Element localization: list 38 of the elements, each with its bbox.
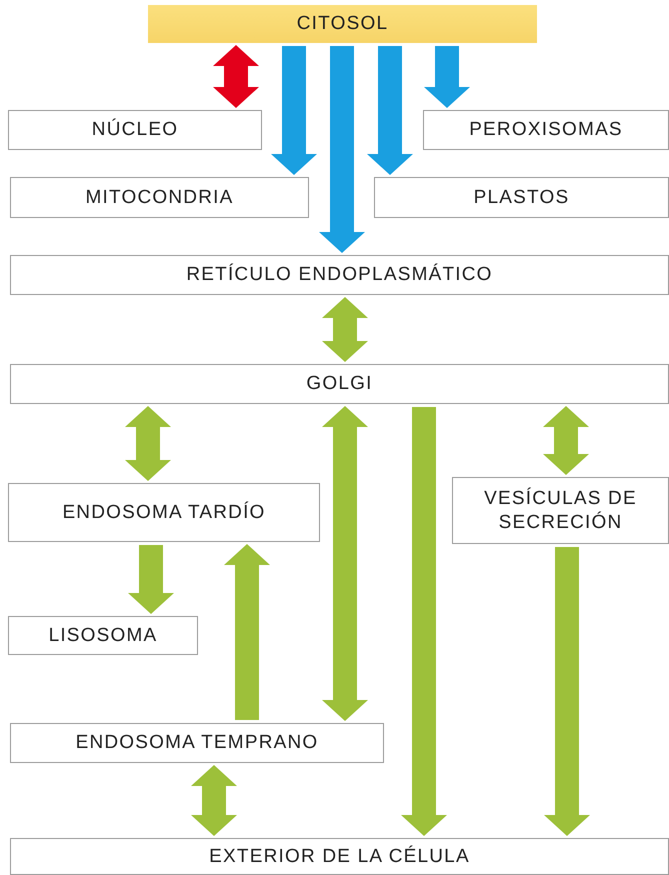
arrow: [271, 46, 317, 175]
label-box: [423, 110, 669, 150]
node-label: PEROXISOMAS: [469, 118, 623, 142]
label-box: [8, 483, 320, 542]
node-label: EXTERIOR DE LA CÉLULA: [209, 844, 470, 868]
header-bar: [148, 5, 537, 43]
arrow: [544, 547, 590, 836]
node-label: ENDOSOMA TEMPRANO: [76, 731, 318, 755]
label-box: [10, 723, 384, 763]
node-label: NÚCLEO: [92, 118, 178, 142]
arrow: [543, 406, 589, 475]
arrow: [128, 545, 174, 614]
node-label: ENDOSOMA TARDÍO: [62, 500, 266, 524]
node-label: VESÍCULAS DE SECRECIÓN: [483, 486, 638, 534]
arrow: [322, 406, 368, 721]
arrow: [319, 46, 365, 253]
label-box: [8, 616, 198, 655]
node-label: RETÍCULO ENDOPLASMÁTICO: [186, 263, 493, 287]
node-label: GOLGI: [306, 372, 373, 396]
arrow: [401, 407, 447, 836]
label-box: [10, 255, 669, 295]
label-box: [452, 477, 669, 544]
label-box: [10, 177, 309, 218]
label-box: [10, 364, 669, 404]
node-label: PLASTOS: [474, 186, 570, 210]
label-box: [10, 838, 669, 875]
label-box: [8, 110, 262, 150]
arrow: [224, 544, 270, 720]
arrow: [191, 765, 237, 836]
node-label: MITOCONDRIA: [86, 186, 234, 210]
node-label: LISOSOMA: [48, 624, 158, 648]
arrow: [322, 297, 368, 362]
arrow: [367, 46, 413, 175]
node-label: CITOSOL: [296, 12, 388, 36]
arrow: [125, 406, 171, 481]
arrow: [424, 46, 470, 108]
label-box: [374, 177, 669, 218]
arrow: [213, 45, 259, 108]
